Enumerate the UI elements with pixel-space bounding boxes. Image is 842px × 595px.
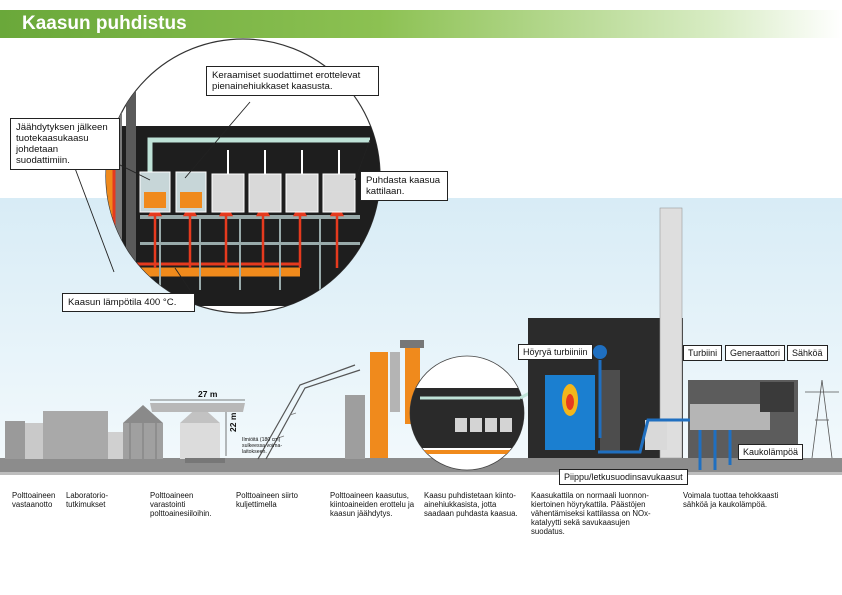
caption-boiler: Kaasukattila on normaali luonnon-kiertoi… [531,491,651,536]
ground-edge [0,472,842,475]
width-dimension: 27 m [198,389,218,399]
page-title: Kaasun puhdistus [22,13,187,34]
steam-turbine-label: Höyryä turbiiniin [518,344,593,360]
fuel-silos [123,399,245,463]
height-dimension: 22 m [228,412,238,432]
silo-note: Ilmiöitä (180 cm) sulkeessa voima-laitok… [242,437,283,455]
caption-power-plant: Voimala tuottaa tehokkaasti sähköä ja ka… [683,491,779,509]
reception-building [5,411,136,459]
caption-gas-cleaning: Kaasu puhdistetaan kiinto-ainehiukkasist… [424,491,518,518]
flue-gas-label: Piippu/letkusuodinsavukaasut [559,469,688,485]
filter-detail-circle [409,355,525,471]
gas-temperature-callout: Kaasun lämpötila 400 °C. [62,293,195,312]
turbine-label: Turbiini [683,345,723,361]
boiler-building [528,207,683,459]
power-pylon [805,379,839,459]
caption-storage: Polttoaineen varastointi polttoainesiilo… [150,491,212,518]
electricity-label: Sähköä [787,345,828,361]
district-heat-label: Kaukolämpöä [738,444,804,460]
cooling-callout: Jäähdytyksen jälkeen tuotekaasukaasu joh… [10,118,120,170]
magnified-filter-view [66,38,381,314]
ceramic-filter-callout: Keraamiset suodattimet erottelevat piena… [206,66,379,96]
title-banner: Kaasun puhdistus [0,10,842,38]
caption-gasification: Polttoaineen kaasutus, kiintoaineiden er… [330,491,415,518]
caption-laboratory: Laboratorio-tutkimukset [66,491,109,509]
caption-conveyor: Polttoaineen siirto kuljettimella [236,491,298,509]
gasifier [345,340,424,459]
caption-reception: Polttoaineen vastaanotto [12,491,56,509]
clean-gas-callout: Puhdasta kaasua kattilaan. [360,171,448,201]
generator-label: Generaattori [725,345,786,361]
conveyor [257,364,361,460]
